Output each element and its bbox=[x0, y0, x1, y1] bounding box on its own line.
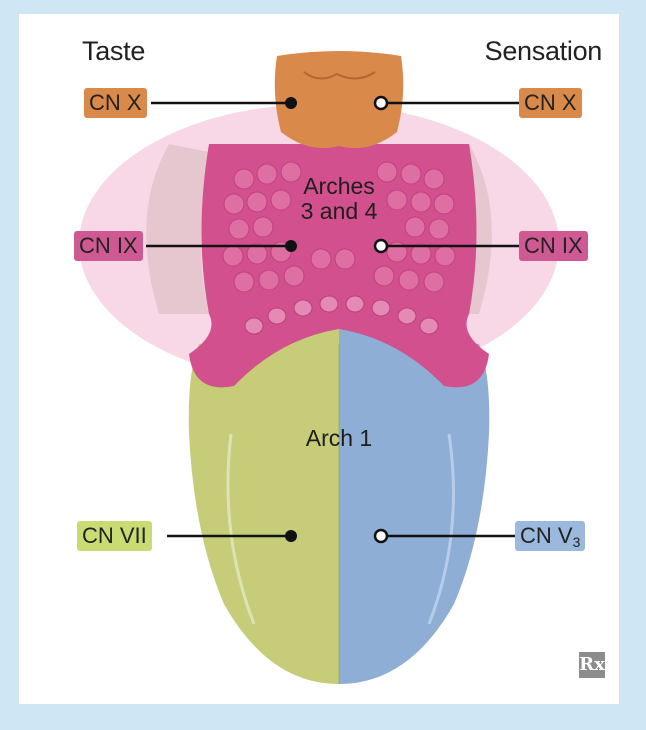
arch-1-label: Arch 1 bbox=[269, 426, 409, 451]
taste-heading: Taste bbox=[82, 36, 145, 67]
arches-label-line1: Arches bbox=[269, 174, 409, 199]
sensation-heading: Sensation bbox=[485, 36, 602, 67]
cn5-sensation-tag: CN V3 bbox=[515, 521, 585, 551]
dot-cn10-left bbox=[285, 97, 297, 109]
cn10-taste-tag: CN X bbox=[84, 88, 147, 118]
dot-cn9-right bbox=[375, 240, 387, 252]
cn5-subscript: 3 bbox=[573, 534, 581, 550]
cn9-taste-tag: CN IX bbox=[74, 231, 143, 261]
cn10-sensation-tag: CN X bbox=[519, 88, 582, 118]
dot-cn5-right bbox=[375, 530, 387, 542]
arches-3-4-label: Arches 3 and 4 bbox=[269, 174, 409, 224]
cn9-sensation-tag: CN IX bbox=[519, 231, 588, 261]
diagram-canvas: Taste Sensation CN X CN X CN IX CN IX CN… bbox=[19, 14, 619, 704]
rx-logo: Rx bbox=[579, 652, 605, 678]
dot-cn10-right bbox=[375, 97, 387, 109]
dot-cn9-left bbox=[285, 240, 297, 252]
cn7-taste-tag: CN VII bbox=[77, 521, 152, 551]
dot-cn7-left bbox=[285, 530, 297, 542]
cn5-label: CN V bbox=[520, 523, 573, 548]
arches-label-line2: 3 and 4 bbox=[269, 199, 409, 224]
